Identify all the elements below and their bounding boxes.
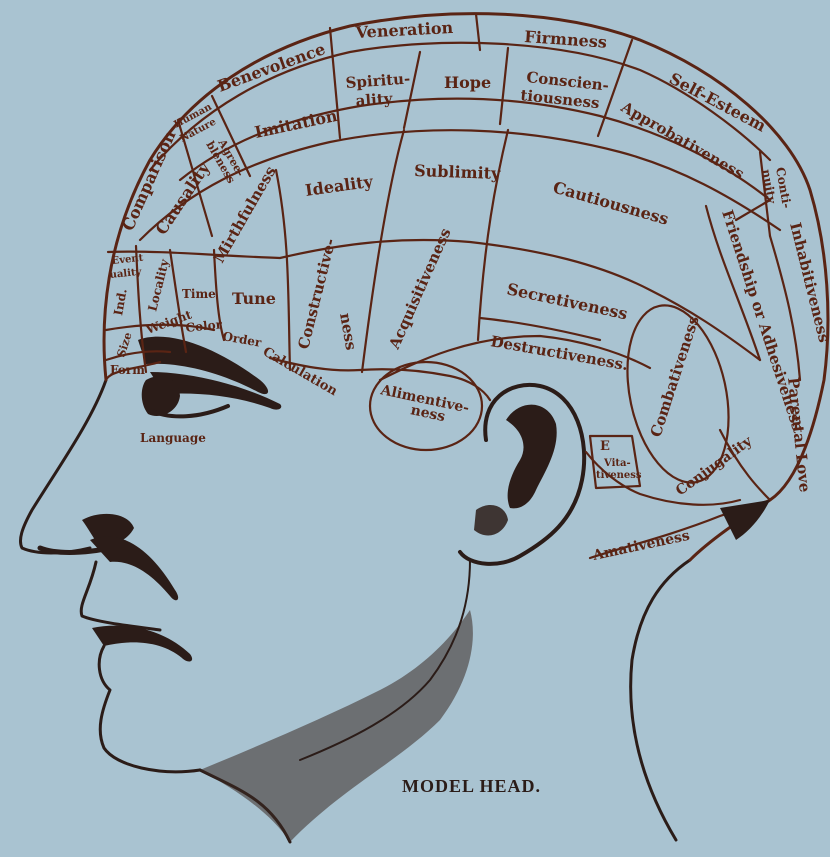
label-ideality: Ideality [304, 172, 375, 200]
label-tune: Tune [232, 289, 276, 308]
divider-v8 [276, 170, 290, 370]
amativeness-shade [720, 500, 770, 540]
label-vitativeness-1: E [600, 439, 610, 454]
back-of-neck [631, 560, 690, 840]
divider-v7 [478, 130, 508, 340]
label-calculation: Calculation [260, 344, 340, 399]
label-veneration: Veneration [354, 18, 454, 42]
label-vitativeness-3: tiveness [596, 470, 642, 481]
label-individuality: Ind. [111, 288, 129, 317]
chin-profile [99, 646, 200, 772]
label-constructiveness-2: ness [336, 312, 360, 352]
divider-v2 [404, 52, 420, 128]
divider-v3 [500, 48, 508, 124]
label-size: Size [114, 331, 134, 359]
label-secretiveness: Secretiveness [505, 279, 629, 323]
head-silhouette [20, 380, 690, 842]
label-hope: Hope [444, 73, 491, 92]
ear-inner [506, 405, 557, 509]
ear [460, 385, 584, 564]
divider-v12 [170, 250, 186, 352]
neck-shading [200, 610, 473, 842]
label-benevolence: Benevolence [215, 39, 328, 96]
label-cautiousness: Cautiousness [551, 178, 671, 229]
divider-v4 [476, 14, 480, 50]
label-language: Language [140, 431, 206, 445]
label-imitation: Imitation [253, 106, 339, 142]
label-conjugality: Conjugality [673, 433, 756, 499]
ring-1 [150, 43, 770, 170]
label-spirituality-2: ality [355, 89, 394, 110]
label-locality: Locality [145, 257, 172, 313]
label-self-esteem: Self-Esteem [666, 69, 769, 136]
label-amativeness: Amativeness [591, 528, 692, 564]
label-mirthfulness: Mirthfulness [210, 163, 280, 266]
label-sublimity: Sublimity [414, 161, 502, 183]
label-combativeness: Combativeness [647, 314, 703, 440]
label-vitativeness-2: Vita- [603, 458, 631, 469]
lip-line [92, 626, 192, 662]
label-acquisitiveness: Acquisitiveness [385, 225, 455, 352]
label-order: Order [221, 329, 263, 350]
label-firmness: Firmness [524, 27, 608, 52]
label-color: Color [185, 317, 223, 335]
eyeball [142, 376, 180, 416]
label-eventuality-1: Event [111, 253, 144, 267]
ear-shadow [474, 505, 508, 535]
label-form: Form [110, 363, 145, 377]
diagram-caption: MODEL HEAD. [402, 776, 541, 796]
mustache [90, 537, 178, 601]
label-spirituality-1: Spiritu- [345, 70, 411, 92]
label-time: Time [182, 287, 216, 301]
